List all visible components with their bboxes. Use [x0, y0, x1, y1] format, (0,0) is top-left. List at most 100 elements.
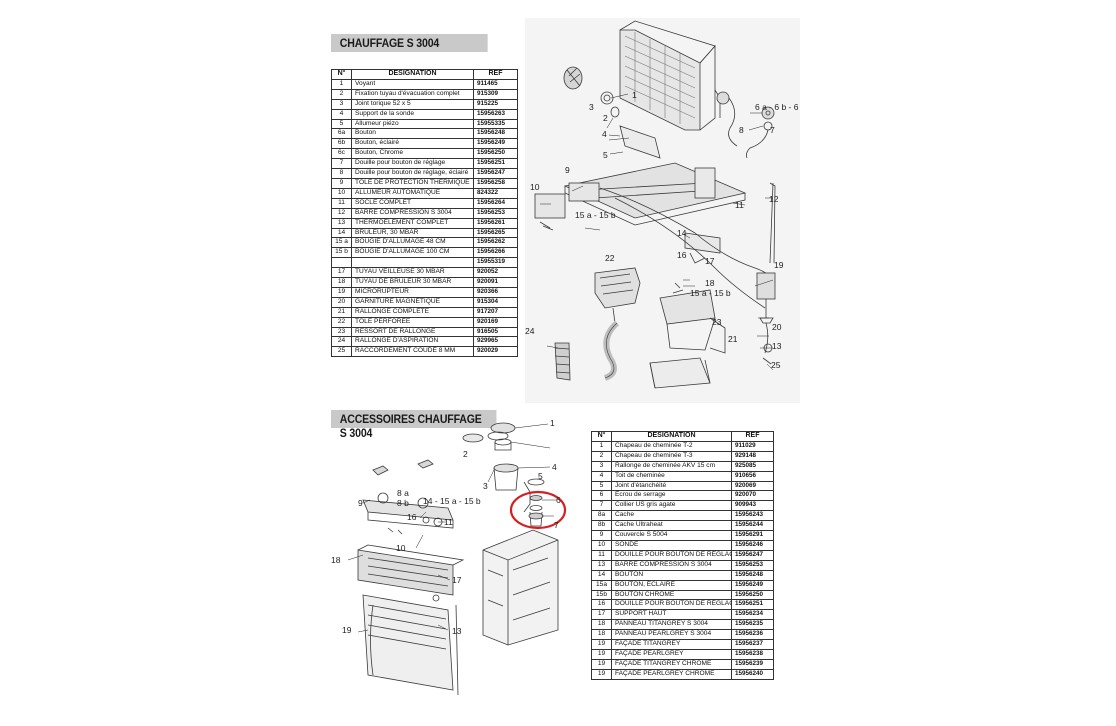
- cell-number: 11: [591, 549, 612, 561]
- callout-label: 2: [603, 113, 608, 123]
- callout-label: 4: [602, 129, 607, 139]
- cell-designation: BOUTON: [611, 569, 732, 581]
- cell-ref: 15956250: [473, 148, 518, 160]
- callout-label: 8: [739, 125, 744, 135]
- cell-designation: BOUTON, ÉCLAIRÉ: [611, 579, 732, 591]
- callout-label: 7: [554, 520, 559, 530]
- cell-ref: 15956262: [473, 237, 518, 249]
- cell-number: 21: [331, 306, 352, 318]
- cell-designation: Voyant: [351, 78, 474, 90]
- cell-designation: Douille pour bouton de réglage: [351, 158, 474, 170]
- cell-ref: 920052: [473, 267, 518, 279]
- cell-ref: 15956236: [731, 629, 774, 641]
- section-title-accessoires: ACCESSOIRES CHAUFFAGE S 3004: [331, 410, 497, 440]
- cell-number: 12: [331, 207, 352, 219]
- cell-number: 17: [331, 267, 352, 279]
- cell-ref: 911029: [731, 440, 774, 452]
- cell-ref: 15956238: [731, 648, 774, 660]
- callout-label: 12: [769, 194, 779, 204]
- cell-designation: TUYAU DE BRÛLEUR 30 MBAR: [351, 277, 474, 288]
- cell-number: 6: [591, 490, 612, 502]
- cell-designation: Bouton: [351, 128, 474, 140]
- callout-label: 13: [452, 626, 462, 636]
- callout-label: 4: [552, 462, 557, 472]
- cell-designation: BARRE COMPRESSION S 3004: [351, 207, 474, 219]
- cell-designation: FAÇADE TITANGREY: [611, 639, 732, 650]
- cell-designation: Fixation tuyau d'évacuation complet: [351, 88, 474, 100]
- cell-number: 18: [591, 629, 612, 641]
- diagram2-callouts: 1 2 3 4 5 6 7 8 a 8 b 9 14 - 15 a - 15 b…: [331, 420, 561, 636]
- cell-ref: 917207: [473, 306, 518, 318]
- callout-label: 15 a - 15 b: [690, 288, 731, 298]
- table-header-row: N° DESIGNATION RÉF: [331, 69, 518, 80]
- callout-label: 17: [705, 256, 715, 266]
- cell-designation: FAÇADE PEARLGREY: [611, 648, 732, 660]
- cell-ref: 15956243: [731, 510, 774, 522]
- callout-label: 16: [677, 250, 687, 260]
- cell-ref: 920091: [473, 277, 518, 288]
- heater-line-art: [534, 20, 776, 389]
- cell-number: 19: [591, 648, 612, 660]
- cell-ref: 824322: [473, 187, 518, 199]
- table-row: 15955319: [331, 257, 518, 269]
- callout-label: 14 - 15 a - 15 b: [423, 496, 481, 506]
- cell-designation: Douille pour bouton de réglage, éclairé: [351, 168, 474, 179]
- callout-label: 16: [407, 512, 417, 522]
- cell-number: 13: [591, 559, 612, 571]
- cell-designation: BOUGIE D'ALLUMAGE 100 CM: [351, 247, 474, 259]
- callout-label: 23: [712, 317, 722, 327]
- cell-number: 14: [331, 227, 352, 239]
- cell-number: 10: [591, 539, 612, 551]
- callout-label: 19: [774, 260, 784, 270]
- cell-designation: [351, 257, 474, 269]
- cell-number: 15a: [591, 579, 612, 591]
- cell-designation: Cache Ultraheat: [611, 520, 732, 532]
- callout-label: 19: [342, 625, 352, 635]
- cell-ref: 909943: [731, 500, 774, 512]
- cell-designation: MICRORUPTEUR: [351, 286, 474, 298]
- cell-ref: 915304: [473, 296, 518, 308]
- callout-label: 22: [605, 253, 615, 263]
- cell-designation: Joint torique 52 x 5: [351, 98, 474, 110]
- cell-ref: 920029: [473, 346, 518, 358]
- cell-number: 19: [331, 286, 352, 298]
- cell-designation: Bouton, éclairé: [351, 138, 474, 150]
- cell-ref: 15956235: [731, 619, 774, 631]
- cell-designation: RACCORDEMENT COUDÉ 8 MM: [351, 346, 474, 358]
- cell-designation: Support de la sonde: [351, 108, 474, 120]
- cell-number: 25: [331, 346, 352, 358]
- cell-designation: BARRE COMPRESSION S 3004: [611, 559, 732, 571]
- callout-label: 25: [771, 360, 781, 370]
- callout-label: 7: [770, 125, 775, 135]
- cell-number: 6c: [331, 148, 352, 160]
- cell-ref: 15956258: [473, 177, 518, 189]
- callout-label: 1: [550, 420, 555, 428]
- cell-number: 7: [331, 158, 352, 170]
- callout-label: 20: [772, 322, 782, 332]
- cell-ref: 15956291: [731, 530, 774, 541]
- cell-designation: ALLUMEUR AUTOMATIQUE: [351, 187, 474, 199]
- cell-ref: 916505: [473, 326, 518, 338]
- cell-number: 1: [591, 440, 612, 452]
